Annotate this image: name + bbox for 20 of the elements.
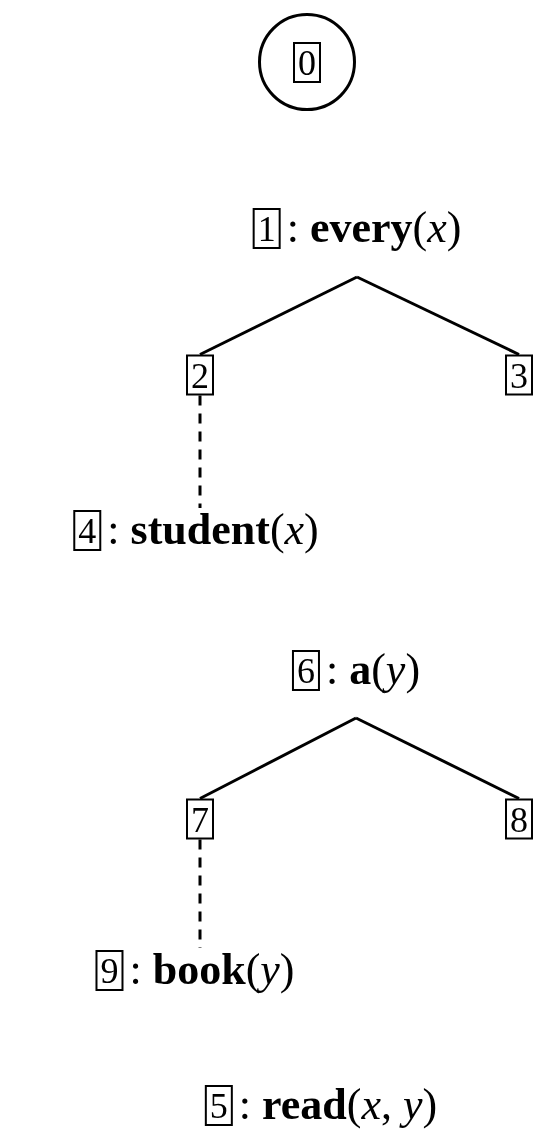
index-label: 0 (293, 41, 321, 83)
index-label: 5 (204, 1084, 233, 1126)
index-label: 4 (73, 509, 102, 551)
tree-line (355, 716, 520, 800)
index-label: 8 (505, 798, 533, 840)
tree-line (356, 275, 520, 356)
index-label: 6 (291, 649, 320, 691)
tree-line (199, 716, 357, 800)
index-label: 3 (505, 354, 533, 396)
formula-text: : book(y) (129, 948, 295, 992)
index-label: 2 (186, 354, 214, 396)
index-label: 1 (252, 207, 281, 249)
formula-text: : student(x) (107, 508, 319, 552)
index-label: 7 (186, 798, 214, 840)
dashed-line (198, 395, 202, 508)
formula-text: : every(x) (286, 206, 462, 250)
formula-text: : read(x, y) (238, 1083, 438, 1127)
tree-line (199, 275, 358, 356)
index-label: 9 (95, 949, 124, 991)
formula-text: : a(y) (325, 648, 421, 692)
